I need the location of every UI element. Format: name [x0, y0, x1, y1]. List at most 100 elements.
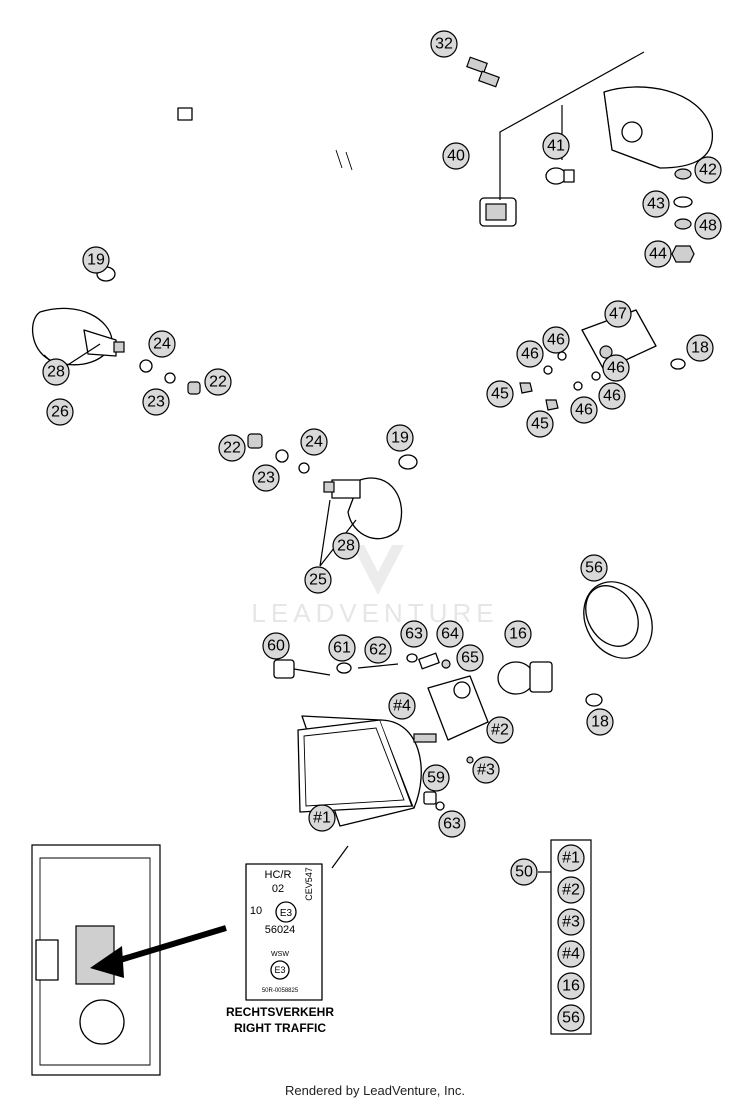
callout-22: 22 — [218, 434, 246, 462]
callout-46: 46 — [542, 326, 570, 354]
svg-text:23: 23 — [147, 394, 165, 411]
kit-50-item: 16 — [557, 972, 585, 1000]
callout-h4: #4 — [388, 692, 416, 720]
callout-19: 19 — [386, 424, 414, 452]
svg-text:#1: #1 — [313, 810, 331, 827]
kit-50-item: #2 — [557, 876, 585, 904]
callout-42: 42 — [694, 156, 722, 184]
callout-24: 24 — [300, 428, 328, 456]
svg-text:59: 59 — [427, 770, 445, 787]
label-approval-mark: E3 — [280, 908, 293, 919]
right-indicator-assembly — [247, 433, 418, 567]
callout-h3: #3 — [472, 756, 500, 784]
svg-text:47: 47 — [609, 306, 627, 323]
svg-text:#2: #2 — [491, 722, 509, 739]
callout-28: 28 — [42, 358, 70, 386]
headlight-assembly — [273, 581, 653, 827]
callout-64: 64 — [436, 620, 464, 648]
callout-50: 50 — [510, 858, 538, 886]
svg-text:50: 50 — [515, 864, 533, 881]
kit-50-item: #1 — [557, 844, 585, 872]
svg-text:44: 44 — [649, 246, 667, 263]
svg-text:63: 63 — [443, 816, 461, 833]
svg-text:40: 40 — [447, 148, 465, 165]
svg-text:19: 19 — [391, 430, 409, 447]
traffic-label-de: RECHTSVERKEHR — [226, 1005, 334, 1019]
svg-text:65: 65 — [461, 650, 479, 667]
svg-text:28: 28 — [337, 538, 355, 555]
svg-text:42: 42 — [699, 162, 717, 179]
svg-text:64: 64 — [441, 626, 459, 643]
svg-text:43: 43 — [647, 196, 665, 213]
callout-h1: #1 — [308, 804, 336, 832]
svg-text:25: 25 — [309, 572, 327, 589]
svg-text:26: 26 — [51, 404, 69, 421]
callout-48: 48 — [694, 212, 722, 240]
traffic-label-en: RIGHT TRAFFIC — [234, 1021, 326, 1035]
callout-16: 16 — [504, 620, 532, 648]
svg-text:46: 46 — [607, 360, 625, 377]
svg-text:22: 22 — [209, 374, 227, 391]
svg-text:#4: #4 — [562, 946, 580, 963]
callout-19: 19 — [82, 246, 110, 274]
label-lower-code: 50R-0058825 — [262, 988, 299, 994]
callout-63: 63 — [400, 620, 428, 648]
svg-text:16: 16 — [562, 978, 580, 995]
svg-text:24: 24 — [153, 336, 171, 353]
left-indicator-assembly — [31, 266, 201, 395]
label-lower-mark: E3 — [274, 965, 285, 975]
callout-46: 46 — [598, 382, 626, 410]
callout-44: 44 — [644, 240, 672, 268]
svg-text:18: 18 — [591, 714, 609, 731]
tail-light-assembly — [177, 51, 713, 263]
svg-text:28: 28 — [47, 364, 65, 381]
svg-text:46: 46 — [603, 388, 621, 405]
svg-text:61: 61 — [333, 640, 351, 657]
callout-45: 45 — [486, 380, 514, 408]
watermark-logo: LEADVENTURE — [251, 545, 498, 628]
kit-50-item: 56 — [557, 1004, 585, 1032]
callout-45: 45 — [526, 410, 554, 438]
callout-60: 60 — [262, 632, 290, 660]
svg-text:#1: #1 — [562, 850, 580, 867]
callout-61: 61 — [328, 634, 356, 662]
callout-26: 26 — [46, 398, 74, 426]
callout-59: 59 — [422, 764, 450, 792]
label-line1: HC/R — [265, 869, 292, 881]
callout-43: 43 — [642, 190, 670, 218]
callout-65: 65 — [456, 644, 484, 672]
svg-text:56: 56 — [585, 560, 603, 577]
callout-23: 23 — [252, 464, 280, 492]
callout-56: 56 — [580, 554, 608, 582]
svg-text:19: 19 — [87, 252, 105, 269]
callout-63: 63 — [438, 810, 466, 838]
footer-credit: Rendered by LeadVenture, Inc. — [285, 1083, 465, 1098]
callout-22: 22 — [204, 368, 232, 396]
callout-62: 62 — [364, 636, 392, 664]
svg-text:18: 18 — [691, 340, 709, 357]
kit-50-item: #3 — [557, 908, 585, 936]
svg-text:56: 56 — [562, 1010, 580, 1027]
svg-text:16: 16 — [509, 626, 527, 643]
svg-text:22: 22 — [223, 440, 241, 457]
svg-text:48: 48 — [699, 218, 717, 235]
callout-18: 18 — [586, 708, 614, 736]
svg-text:#4: #4 — [393, 698, 411, 715]
svg-text:#3: #3 — [477, 762, 495, 779]
headlight-label: HC/R 02 10 E3 56024 CEV547 WSW E3 50R-00… — [226, 845, 349, 1035]
svg-text:45: 45 — [491, 386, 509, 403]
svg-text:41: 41 — [547, 138, 565, 155]
svg-text:60: 60 — [267, 638, 285, 655]
callout-46: 46 — [516, 340, 544, 368]
watermark-text: LEADVENTURE — [251, 598, 498, 628]
svg-text:46: 46 — [521, 346, 539, 363]
label-lower-marking: WSW — [271, 951, 289, 958]
callout-24: 24 — [148, 330, 176, 358]
label-line2: 02 — [272, 883, 284, 895]
callout-46: 46 — [570, 396, 598, 424]
callout-28: 28 — [332, 532, 360, 560]
callout-25: 25 — [304, 566, 332, 594]
svg-text:46: 46 — [575, 402, 593, 419]
callout-23: 23 — [142, 388, 170, 416]
